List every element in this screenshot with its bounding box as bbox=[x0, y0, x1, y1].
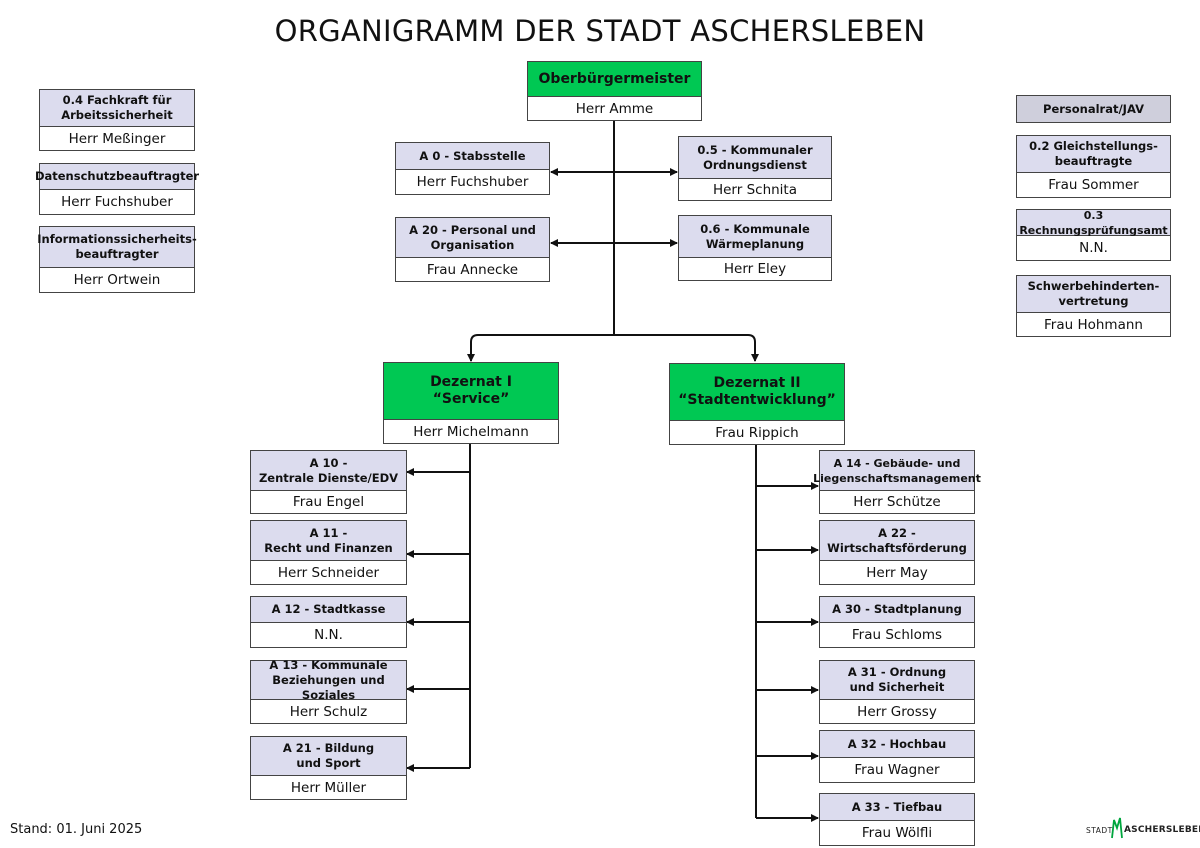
unit-box-a32: A 32 - Hochbau Frau Wagner bbox=[819, 730, 975, 783]
logo-prefix: STADT bbox=[1086, 826, 1113, 835]
person-name: Frau Sommer bbox=[1048, 177, 1139, 193]
unit-box-a10: A 10 - Zentrale Dienste/EDV Frau Engel bbox=[250, 450, 407, 514]
person-name: Frau Engel bbox=[292, 494, 365, 510]
unit-box-a13: A 13 - Kommunale Beziehungen und Soziale… bbox=[250, 658, 407, 724]
unit-label: 0.4 Fachkraft für Arbeitssicherheit bbox=[40, 90, 194, 127]
unit-box-a21: A 21 - Bildung und Sport Herr Müller bbox=[250, 736, 407, 800]
staff-box-schwerbehinderten: Schwerbehinderten- vertretung Frau Hohma… bbox=[1016, 275, 1171, 337]
dezernat-2-box: Dezernat II “Stadtentwicklung” Frau Ripp… bbox=[669, 363, 845, 445]
person-name: N.N. bbox=[1079, 240, 1108, 256]
unit-label: A 21 - Bildung und Sport bbox=[251, 737, 406, 776]
person-name: Herr Amme bbox=[575, 100, 654, 117]
unit-label: Oberbürgermeister bbox=[528, 62, 701, 97]
unit-label: 0.6 - Kommunale Wärmeplanung bbox=[679, 216, 831, 258]
unit-box-a22: A 22 - Wirtschaftsförderung Herr May bbox=[819, 520, 975, 585]
unit-label: A 0 - Stabsstelle bbox=[396, 143, 549, 170]
unit-label: Dezernat II “Stadtentwicklung” bbox=[670, 364, 844, 421]
person-name: Herr Michelmann bbox=[413, 423, 529, 440]
person-name: Herr Schneider bbox=[277, 564, 380, 581]
unit-box-a30: A 30 - Stadtplanung Frau Schloms bbox=[819, 596, 975, 648]
person-name: N.N. bbox=[314, 627, 343, 643]
unit-label: 0.5 - Kommunaler Ordnungsdienst bbox=[679, 137, 831, 179]
unit-label: A 30 - Stadtplanung bbox=[820, 597, 974, 623]
logo-name: ASCHERSLEBEN bbox=[1124, 825, 1200, 835]
unit-label: 0.2 Gleichstellungs- beauftragte bbox=[1017, 136, 1170, 173]
person-name: Frau Annecke bbox=[426, 261, 519, 278]
person-name: Herr Meßinger bbox=[68, 130, 166, 147]
person-name: Herr Ortwein bbox=[73, 272, 161, 288]
unit-label: A 22 - Wirtschaftsförderung bbox=[820, 521, 974, 561]
person-name: Frau Hohmann bbox=[1044, 316, 1143, 333]
stand-date: Stand: 01. Juni 2025 bbox=[10, 822, 143, 837]
person-name: Frau Wölfli bbox=[861, 825, 933, 841]
unit-box-a20: A 20 - Personal und Organisation Frau An… bbox=[395, 217, 550, 282]
unit-box-06: 0.6 - Kommunale Wärmeplanung Herr Eley bbox=[678, 215, 832, 281]
unit-box-05: 0.5 - Kommunaler Ordnungsdienst Herr Sch… bbox=[678, 136, 832, 201]
person-name: Herr Schnita bbox=[712, 181, 798, 198]
staff-box-rechnungspruefung: 0.3 Rechnungsprüfungsamt N.N. bbox=[1016, 209, 1171, 261]
staff-box-informationssicherheit: Informationssicherheits- beauftragter He… bbox=[37, 226, 197, 293]
unit-label: Informationssicherheits- beauftragter bbox=[37, 227, 197, 268]
mayor-box: Oberbürgermeister Herr Amme bbox=[527, 61, 702, 121]
person-name: Herr Fuchshuber bbox=[61, 194, 173, 210]
unit-box-a33: A 33 - Tiefbau Frau Wölfli bbox=[819, 793, 975, 846]
unit-label: A 31 - Ordnung und Sicherheit bbox=[820, 661, 974, 700]
unit-label: Schwerbehinderten- vertretung bbox=[1017, 276, 1170, 313]
unit-label: A 14 - Gebäude- und Liegenschaftsmanagem… bbox=[813, 451, 981, 491]
unit-label: A 10 - Zentrale Dienste/EDV bbox=[251, 451, 406, 491]
unit-box-a31: A 31 - Ordnung und Sicherheit Herr Gross… bbox=[819, 660, 975, 724]
unit-label: Datenschutzbeauftragter bbox=[35, 164, 199, 190]
dezernat-1-box: Dezernat I “Service” Herr Michelmann bbox=[383, 362, 559, 444]
person-name: Herr Schulz bbox=[289, 703, 368, 720]
person-name: Herr Müller bbox=[290, 779, 367, 796]
person-name: Herr Grossy bbox=[857, 703, 937, 720]
person-name: Herr May bbox=[866, 564, 928, 581]
staff-box-gleichstellung: 0.2 Gleichstellungs- beauftragte Frau So… bbox=[1016, 135, 1171, 198]
unit-box-a11: A 11 - Recht und Finanzen Herr Schneider bbox=[250, 520, 407, 585]
city-logo: STADT ASCHERSLEBEN bbox=[1086, 812, 1200, 842]
staff-box-arbeitssicherheit: 0.4 Fachkraft für Arbeitssicherheit Herr… bbox=[39, 89, 195, 151]
unit-label: A 33 - Tiefbau bbox=[820, 794, 974, 821]
unit-label: Dezernat I “Service” bbox=[384, 363, 558, 420]
staff-box-personalrat: Personalrat/JAV bbox=[1016, 95, 1171, 123]
unit-label: A 13 - Kommunale Beziehungen und Soziale… bbox=[251, 658, 406, 702]
person-name: Herr Fuchshuber bbox=[416, 174, 529, 190]
unit-label: A 20 - Personal und Organisation bbox=[396, 218, 549, 258]
city-emblem-icon bbox=[1111, 817, 1123, 839]
unit-box-a0: A 0 - Stabsstelle Herr Fuchshuber bbox=[395, 142, 550, 195]
person-name: Herr Schütze bbox=[853, 494, 941, 510]
page-title: ORGANIGRAMM DER STADT ASCHERSLEBEN bbox=[274, 14, 926, 48]
unit-label: A 12 - Stadtkasse bbox=[251, 597, 406, 623]
person-name: Frau Rippich bbox=[715, 424, 799, 441]
unit-label: A 11 - Recht und Finanzen bbox=[251, 521, 406, 561]
unit-label: Personalrat/JAV bbox=[1017, 96, 1170, 122]
person-name: Frau Schloms bbox=[851, 627, 943, 643]
unit-box-a12: A 12 - Stadtkasse N.N. bbox=[250, 596, 407, 648]
unit-label: 0.3 Rechnungsprüfungsamt bbox=[1017, 209, 1170, 237]
unit-box-a14: A 14 - Gebäude- und Liegenschaftsmanagem… bbox=[813, 450, 981, 514]
unit-label: A 32 - Hochbau bbox=[820, 731, 974, 758]
staff-box-datenschutz: Datenschutzbeauftragter Herr Fuchshuber bbox=[35, 163, 199, 215]
person-name: Herr Eley bbox=[723, 261, 787, 277]
person-name: Frau Wagner bbox=[854, 762, 940, 778]
